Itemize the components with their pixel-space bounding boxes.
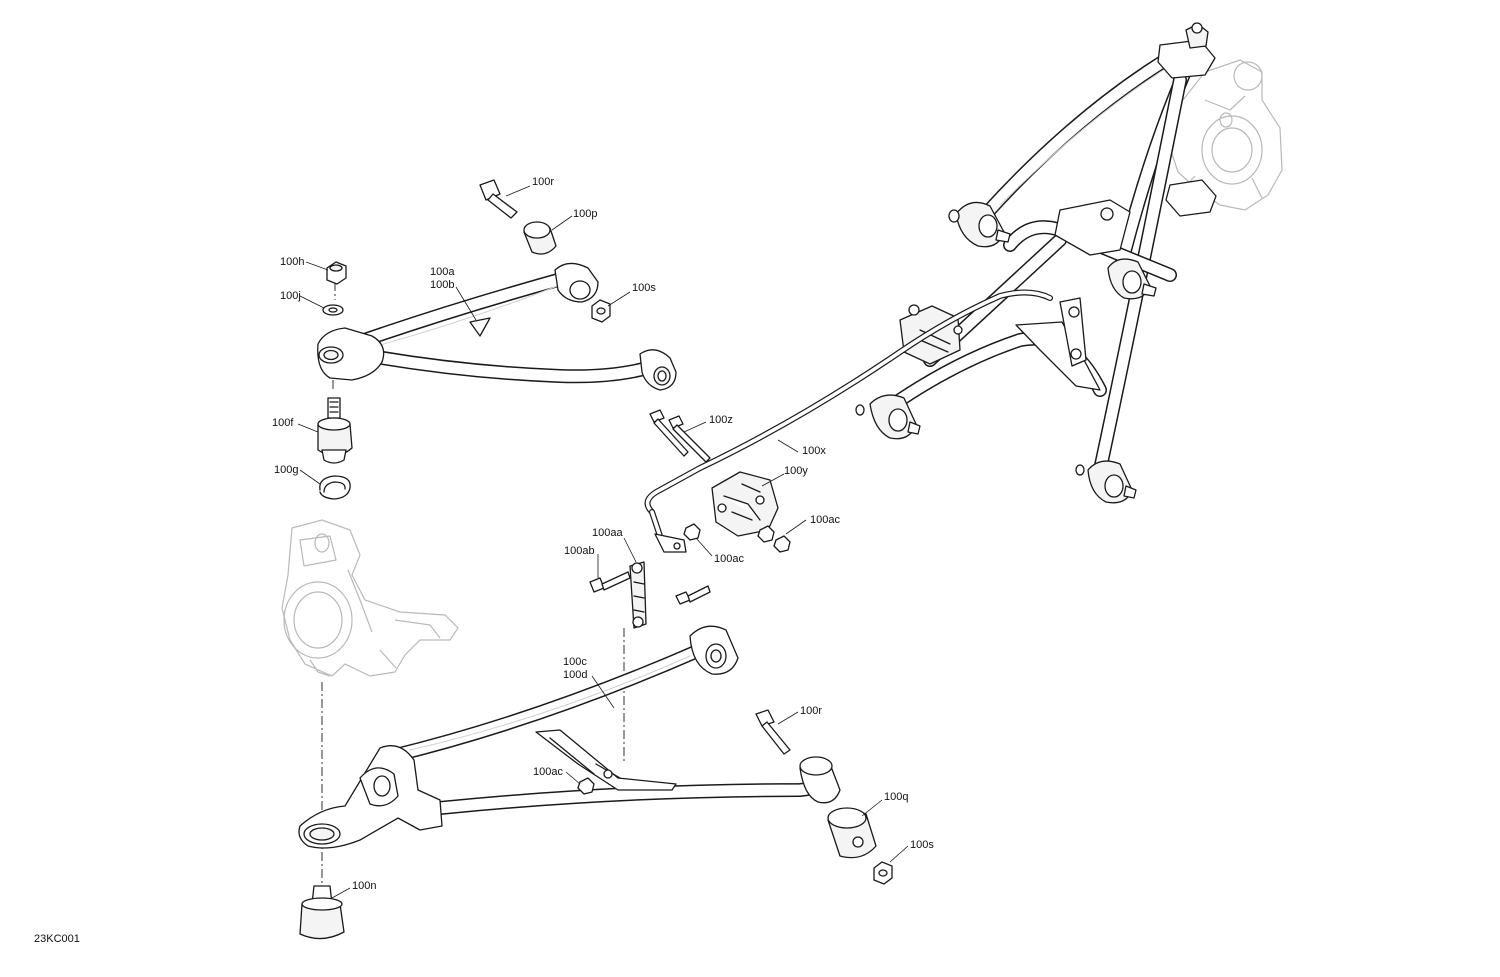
callout-100ac-mid: 100ac xyxy=(714,553,744,565)
sway-bar-100x xyxy=(644,289,1053,553)
bolt-100r-bottom xyxy=(755,709,791,755)
callout-100b: 100b xyxy=(430,279,454,291)
knuckle-ghost-left xyxy=(281,519,459,677)
circlip-100g xyxy=(319,475,351,500)
bushing-100q xyxy=(827,807,877,859)
bolt-100z xyxy=(649,409,711,463)
lower-a-arm-left xyxy=(298,625,841,849)
callout-100d: 100d xyxy=(563,669,587,681)
bolt-100r-top xyxy=(479,179,518,219)
bolt-100ab xyxy=(589,571,711,605)
right-frame-arms xyxy=(893,22,1217,477)
bushing-100p xyxy=(523,221,557,255)
nut-100s-top xyxy=(591,299,611,323)
callout-100x: 100x xyxy=(802,445,826,457)
upper-a-arm-left xyxy=(317,262,677,391)
callout-100r-top: 100r xyxy=(532,176,554,188)
callout-100ac-right: 100ac xyxy=(810,514,840,526)
washer-100j xyxy=(322,304,344,316)
ball-joint-100f xyxy=(317,397,353,464)
callout-100q: 100q xyxy=(884,791,908,803)
callout-100r-bottom: 100r xyxy=(800,705,822,717)
figure-id: 23KC001 xyxy=(34,933,80,945)
callout-100ab: 100ab xyxy=(564,545,595,557)
callout-100p: 100p xyxy=(573,208,597,220)
callout-100s-bottom: 100s xyxy=(910,839,934,851)
callout-100s-top: 100s xyxy=(632,282,656,294)
callout-100g: 100g xyxy=(274,464,298,476)
callout-100c: 100c xyxy=(563,656,587,668)
nut-100s-bottom xyxy=(873,861,893,885)
callout-100z: 100z xyxy=(709,414,733,426)
ball-joint-100n xyxy=(299,885,345,940)
nut-100ac-mid xyxy=(683,523,701,541)
callout-100j: 100j xyxy=(280,290,301,302)
nut-100ac-bottom xyxy=(577,777,595,795)
nut-100ac-right xyxy=(757,525,791,553)
callout-100a: 100a xyxy=(430,266,455,278)
callout-100f: 100f xyxy=(272,417,294,429)
callout-100ac-bottom: 100ac xyxy=(533,766,563,778)
frame-bushing-upper-front xyxy=(948,201,1011,248)
callout-100n: 100n xyxy=(352,880,376,892)
callout-100h: 100h xyxy=(280,256,304,268)
callout-100aa: 100aa xyxy=(592,527,623,539)
link-100aa xyxy=(629,561,647,629)
nut-100h xyxy=(326,261,347,285)
frame-bushing-upper-rear xyxy=(1107,258,1157,300)
leader-lines xyxy=(297,185,909,899)
bracket-100y xyxy=(711,471,779,537)
callout-100y: 100y xyxy=(784,465,808,477)
frame-bushing-lower-rear xyxy=(1075,460,1137,504)
frame-bushing-lower-front xyxy=(855,394,921,440)
centerline-upper-ball-joint xyxy=(332,282,336,392)
